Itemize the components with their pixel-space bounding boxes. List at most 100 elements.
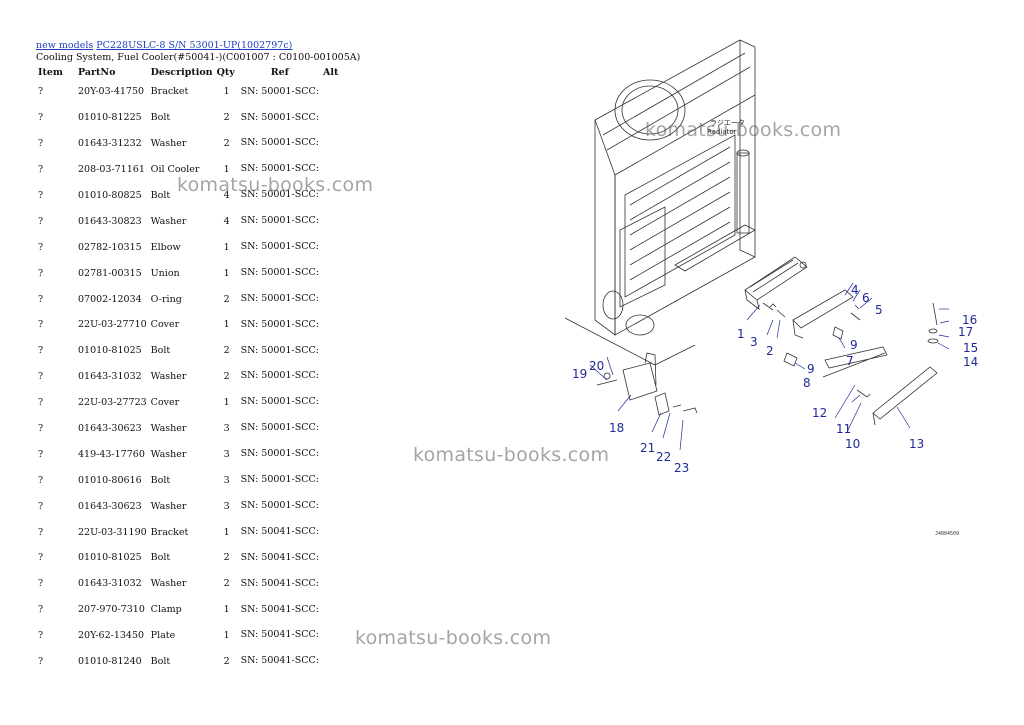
description-cell: O-ring xyxy=(150,293,182,305)
callout-number: 18 xyxy=(609,421,625,435)
col-description: Description xyxy=(150,67,213,78)
ref-cell: SN: 50001-SCC: xyxy=(240,318,319,330)
new-models-link[interactable]: new models xyxy=(36,40,94,51)
alt-cell xyxy=(321,649,340,675)
partno-cell: 07002-12034 xyxy=(78,293,142,305)
partno-cell: 22U-03-27710 xyxy=(78,319,147,331)
page-header: new models PC228USLC-8 S/N 53001-UP(1002… xyxy=(36,40,360,64)
alt-cell xyxy=(321,234,340,260)
qty-cell: 2 xyxy=(223,293,230,305)
alt-cell xyxy=(321,364,340,390)
description-cell: Cover xyxy=(150,397,180,409)
item-cell: ? xyxy=(38,500,44,512)
watermark: komatsu-books.com xyxy=(355,627,552,649)
partno-cell: 01643-30623 xyxy=(78,500,142,512)
model-link[interactable]: PC228USLC-8 S/N 53001-UP(1002797c) xyxy=(96,40,293,51)
drawing-code: J4004509 xyxy=(935,531,960,537)
bracket-part xyxy=(622,352,658,401)
ref-cell: SN: 50041-SCC: xyxy=(240,655,319,667)
partno-cell: 01010-80616 xyxy=(78,474,142,486)
alt-cell xyxy=(321,312,340,338)
alt-cell xyxy=(321,467,340,493)
ref-cell: SN: 50001-SCC: xyxy=(240,292,319,304)
alt-cell xyxy=(321,519,340,545)
cover-part xyxy=(872,366,938,426)
ref-cell: SN: 50001-SCC: xyxy=(240,474,319,486)
description-cell: Bolt xyxy=(150,112,171,124)
qty-cell: 3 xyxy=(223,474,230,486)
callout-number: 16 xyxy=(962,313,978,327)
qty-cell: 2 xyxy=(223,112,230,124)
section-subtitle: Cooling System, Fuel Cooler(#50041-)(C00… xyxy=(36,52,361,63)
item-cell: ? xyxy=(38,138,44,150)
ref-cell: SN: 50001-SCC: xyxy=(240,189,319,201)
callout-number: 4 xyxy=(851,283,859,297)
qty-cell: 4 xyxy=(223,190,230,201)
partno-cell: 02782-10315 xyxy=(78,241,142,253)
partno-cell: 20Y-03-41750 xyxy=(78,86,145,98)
partno-cell: 01643-31232 xyxy=(78,138,142,150)
col-item: Item xyxy=(38,67,63,78)
ref-cell: SN: 50001-SCC: xyxy=(240,137,319,149)
bracket-part xyxy=(792,289,854,339)
watermark: komatsu-books.com xyxy=(413,444,610,466)
description-cell: Washer xyxy=(150,500,187,512)
callout-number: 14 xyxy=(963,355,979,369)
ref-cell: SN: 50001-SCC: xyxy=(240,499,319,511)
ref-cell: SN: 50001-SCC: xyxy=(240,448,319,460)
item-cell: ? xyxy=(38,578,44,590)
ref-cell: SN: 50041-SCC: xyxy=(240,551,319,563)
alt-cell xyxy=(321,390,340,416)
callout-number: 8 xyxy=(803,376,811,390)
clamp-part xyxy=(654,392,698,416)
col-partno: PartNo xyxy=(78,67,116,78)
description-cell: Bracket xyxy=(150,86,189,98)
description-cell: Bolt xyxy=(150,190,171,201)
bolt-part xyxy=(856,389,871,398)
partno-cell: 22U-03-31190 xyxy=(78,526,147,538)
alt-cell xyxy=(321,416,340,442)
ref-cell: SN: 50001-SCC: xyxy=(240,370,319,382)
ref-cell: SN: 50001-SCC: xyxy=(240,163,319,175)
fitting-part xyxy=(783,326,844,367)
description-cell: Washer xyxy=(150,423,187,435)
callout-number: 3 xyxy=(750,335,758,349)
qty-cell: 3 xyxy=(223,423,230,435)
description-cell: Bolt xyxy=(150,656,171,668)
partno-cell: 02781-00315 xyxy=(78,267,142,279)
partno-cell: 01643-30623 xyxy=(78,423,142,435)
qty-cell: 1 xyxy=(223,630,230,642)
callout-number: 19 xyxy=(572,367,588,381)
description-cell: Oil Cooler xyxy=(150,164,200,176)
partno-cell: 01010-81025 xyxy=(78,552,142,564)
callout-number: 23 xyxy=(674,461,690,475)
item-cell: ? xyxy=(38,630,44,642)
alt-cell xyxy=(321,597,340,623)
description-cell: Clamp xyxy=(150,604,182,616)
qty-cell: 1 xyxy=(223,526,230,538)
partno-cell: 01643-31032 xyxy=(78,578,142,590)
description-cell: Union xyxy=(150,267,180,279)
callout-number: 17 xyxy=(958,325,974,339)
ref-cell: SN: 50001-SCC: xyxy=(240,266,319,278)
callout-number: 21 xyxy=(640,441,656,455)
exploded-diagram: ラジエータ Radiator xyxy=(564,39,950,451)
alt-cell xyxy=(321,131,340,157)
qty-cell: 2 xyxy=(223,345,230,357)
partno-cell: 01643-30823 xyxy=(78,215,142,227)
callout-number: 5 xyxy=(875,303,883,317)
callout-number: 10 xyxy=(845,437,861,451)
alt-cell xyxy=(321,571,340,597)
qty-cell: 1 xyxy=(223,86,230,98)
ref-cell: SN: 50001-SCC: xyxy=(240,85,319,97)
alt-cell xyxy=(321,286,340,312)
qty-cell: 2 xyxy=(223,552,230,564)
callout-number: 6 xyxy=(862,291,870,305)
callout-number: 7 xyxy=(846,354,854,368)
partno-cell: 01010-81025 xyxy=(78,345,142,357)
